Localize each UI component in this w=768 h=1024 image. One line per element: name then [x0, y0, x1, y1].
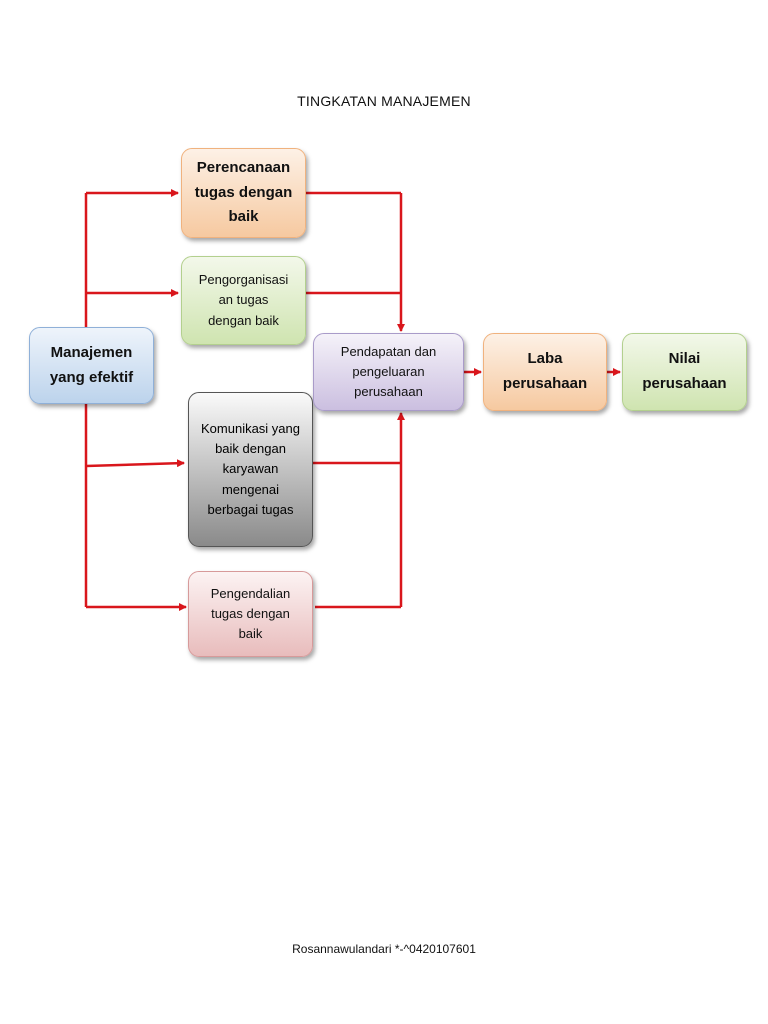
footer-author: Rosannawulandari *-^0420107601 [292, 942, 476, 956]
diagram-title: TINGKATAN MANAJEMEN [297, 93, 471, 109]
node-manajemen-efektif: Manajemen yang efektif [29, 327, 154, 404]
node-perencanaan: Perencanaan tugas dengan baik [181, 148, 306, 238]
node-pengendalian: Pengendalian tugas dengan baik [188, 571, 313, 657]
node-pengorganisasian: Pengorganisasi an tugas dengan baik [181, 256, 306, 345]
node-laba: Laba perusahaan [483, 333, 607, 411]
arrow-to-komunikasi [85, 459, 185, 468]
node-nilai: Nilai perusahaan [622, 333, 747, 411]
node-pendapatan: Pendapatan dan pengeluaran perusahaan [313, 333, 464, 411]
node-komunikasi: Komunikasi yang baik dengan karyawan men… [188, 392, 313, 547]
